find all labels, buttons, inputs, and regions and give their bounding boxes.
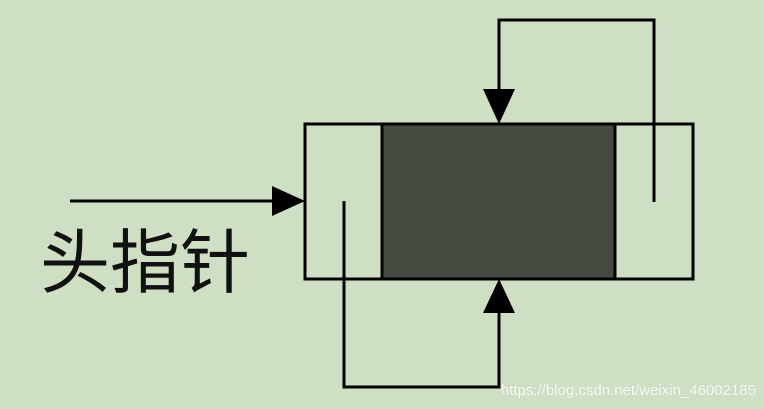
prior-pointer-loop <box>342 201 501 389</box>
node-data-block <box>380 122 617 281</box>
watermark-text: https://blog.csdn.net/weixin_46002185 <box>500 382 756 399</box>
head-pointer-arrowhead <box>272 186 305 216</box>
next-pointer-arrowhead <box>483 89 515 124</box>
head-pointer-label: 头指针 <box>40 222 250 304</box>
prior-pointer-arrowhead <box>483 279 515 313</box>
next-pointer-loop <box>497 18 656 202</box>
